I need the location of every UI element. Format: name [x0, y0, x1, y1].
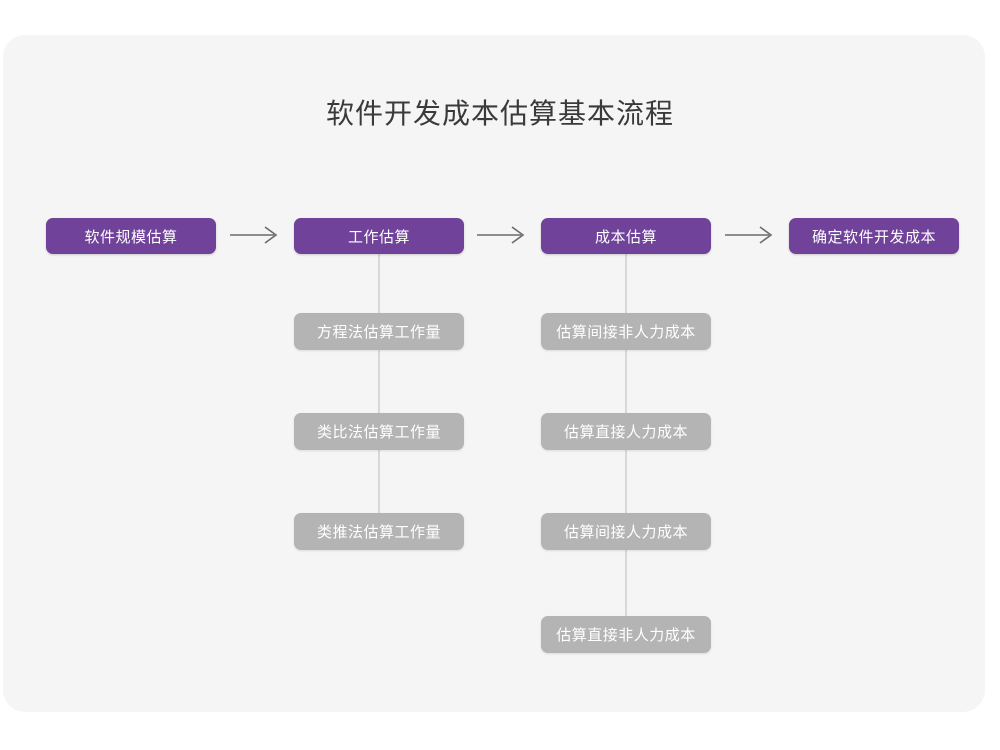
branch-node-cost-direct-nonlabor[interactable]: 估算直接非人力成本 — [541, 616, 711, 653]
step-node-effort-estimation[interactable]: 工作估算 — [294, 218, 464, 254]
step-node-software-scale-estimation[interactable]: 软件规模估算 — [46, 218, 216, 254]
arrow-cost-to-final — [724, 223, 776, 247]
arrow-scale-to-effort — [229, 223, 281, 247]
branch-node-cost-indirect-labor[interactable]: 估算间接人力成本 — [541, 513, 711, 550]
connector-line-effort — [378, 254, 380, 514]
step-node-cost-estimation[interactable]: 成本估算 — [541, 218, 711, 254]
branch-node-cost-direct-labor[interactable]: 估算直接人力成本 — [541, 413, 711, 450]
flow-diagram-card: 软件规模估算 工作估算 成本估算 确定软件开发成本 方程法估算工作量 类比法估算… — [3, 35, 985, 712]
page-title: 软件开发成本估算基本流程 — [325, 98, 674, 129]
step-node-determine-development-cost[interactable]: 确定软件开发成本 — [789, 218, 959, 254]
branch-node-effort-analogy-method[interactable]: 类比法估算工作量 — [294, 413, 464, 450]
branch-node-effort-equation-method[interactable]: 方程法估算工作量 — [294, 313, 464, 350]
arrow-effort-to-cost — [476, 223, 528, 247]
branch-node-cost-indirect-nonlabor[interactable]: 估算间接非人力成本 — [541, 313, 711, 350]
branch-node-effort-analogical-method[interactable]: 类推法估算工作量 — [294, 513, 464, 550]
